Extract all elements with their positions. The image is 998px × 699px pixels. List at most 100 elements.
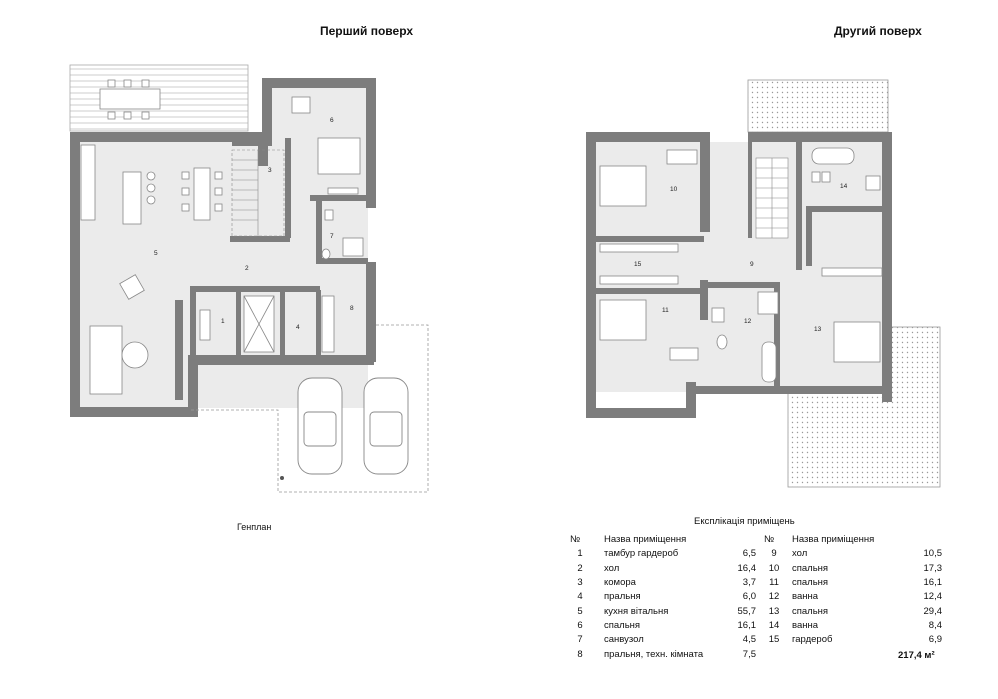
room-number-6: 6 xyxy=(330,117,334,124)
wardrobe-15-furniture xyxy=(599,243,679,285)
room-area: 16,1 xyxy=(737,619,757,631)
room-no: 9 xyxy=(771,548,777,560)
explication-row: 13 спальня 29,4 xyxy=(764,604,942,618)
room-number-8: 8 xyxy=(350,305,354,312)
room-area: 12,4 xyxy=(923,591,943,603)
room-name: пральня, техн. кімната xyxy=(604,648,704,660)
bedroom-11-furniture xyxy=(599,299,699,361)
bedroom-10-furniture xyxy=(599,149,698,207)
room-name: тамбур гардероб xyxy=(604,548,679,560)
first-floor-room-numbers: 1 2 3 4 5 6 7 8 xyxy=(154,117,354,331)
kitchen-furniture xyxy=(80,144,223,225)
room-area: 16,1 xyxy=(923,577,943,589)
room-name: санвузол xyxy=(604,634,644,646)
room-name: спальня xyxy=(604,619,641,631)
room-no: 1 xyxy=(577,548,583,560)
col-name-header: Назва приміщення xyxy=(792,534,875,546)
bath-14-fixtures xyxy=(811,147,881,191)
room-name: пральня xyxy=(604,591,641,603)
room-name: хол xyxy=(792,548,808,560)
room-no: 13 xyxy=(768,605,780,617)
first-floor-walls xyxy=(70,78,376,417)
explication-row: 12 ванна 12,4 xyxy=(764,590,942,604)
bedroom-6-furniture xyxy=(291,96,361,195)
room-area: 29,4 xyxy=(923,605,943,617)
col-name-header: Назва приміщення xyxy=(604,534,687,546)
carport-outline xyxy=(190,324,429,493)
room-area: 10,5 xyxy=(923,548,943,560)
first-floor-stairs xyxy=(231,149,285,237)
room-area: 4,5 xyxy=(742,634,756,646)
room-name: комора xyxy=(604,577,636,589)
room-name: ванна xyxy=(792,591,818,603)
first-floor-plan: 1 2 3 4 5 6 7 8 xyxy=(69,64,429,493)
room-area: 6,9 xyxy=(928,634,942,646)
col-no-header: № xyxy=(764,534,775,546)
bath-12-fixtures xyxy=(711,291,779,383)
table-header-row: № Назва приміщення xyxy=(764,533,942,547)
room-number-2: 2 xyxy=(245,265,249,272)
second-floor-stairs xyxy=(755,157,789,239)
living-furniture xyxy=(89,274,149,395)
room-area: 16,4 xyxy=(737,562,757,574)
balcony-top xyxy=(747,79,889,133)
explication-row: 6 спальня 16,1 xyxy=(570,619,912,633)
bedroom-13-furniture xyxy=(821,267,883,363)
site-plan-label: Генплан xyxy=(237,522,272,532)
room-no: 14 xyxy=(768,619,780,631)
room-no: 8 xyxy=(577,648,583,660)
room-name: спальня xyxy=(792,577,829,589)
room-no: 5 xyxy=(577,605,583,617)
explication-row: 14 ванна 8,4 xyxy=(764,619,942,633)
explication-title: Експлікація приміщень xyxy=(694,516,795,527)
table-header-row: № Назва приміщення xyxy=(570,533,912,547)
room-area: 17,3 xyxy=(923,562,943,574)
room-number-12: 12 xyxy=(744,318,752,325)
room-name: хол xyxy=(604,562,620,574)
room-number-5: 5 xyxy=(154,250,158,257)
room-area: 3,7 xyxy=(742,577,756,589)
room-name: ванна xyxy=(792,619,818,631)
room-no: 3 xyxy=(577,577,583,589)
second-floor-plan: 9 10 11 12 13 14 15 xyxy=(586,79,941,488)
room-name: кухня вітальня xyxy=(604,605,669,617)
explication-row: 9 хол 10,5 xyxy=(764,547,942,561)
room-no: 7 xyxy=(577,634,583,646)
room-number-14: 14 xyxy=(840,183,848,190)
parked-cars xyxy=(297,377,409,475)
room-area: 55,7 xyxy=(737,605,757,617)
room-no: 11 xyxy=(769,577,779,589)
room-name: спальня xyxy=(792,605,829,617)
room-area: 8,4 xyxy=(928,619,942,631)
room-number-11: 11 xyxy=(662,307,669,314)
explication-row: 11 спальня 16,1 xyxy=(764,576,942,590)
col-area-header xyxy=(890,533,942,547)
room-name: спальня xyxy=(792,562,829,574)
room-number-4: 4 xyxy=(296,324,300,331)
explication-row: 4 пральня 6,0 xyxy=(570,590,912,604)
room-no: 12 xyxy=(768,591,780,603)
explication-row: 3 комора 3,7 xyxy=(570,576,912,590)
tree-marker xyxy=(280,476,284,480)
total-area: 217,4 м² xyxy=(898,650,935,661)
room-no: 4 xyxy=(577,591,583,603)
room-area: 6,0 xyxy=(742,591,756,603)
room-area: 7,5 xyxy=(742,648,756,660)
room-number-3: 3 xyxy=(268,167,272,174)
room-number-7: 7 xyxy=(330,233,334,240)
second-floor-room-numbers: 9 10 11 12 13 14 15 xyxy=(634,183,848,333)
second-floor-walls xyxy=(586,132,892,418)
first-floor-title: Перший поверх xyxy=(320,24,414,38)
laundry-shelves xyxy=(199,295,335,353)
room-number-9: 9 xyxy=(750,261,754,268)
room-no: 15 xyxy=(768,634,780,646)
col-area-header xyxy=(722,533,756,547)
col-no-header: № xyxy=(570,534,581,546)
room-no: 6 xyxy=(577,619,583,631)
explication-row: 8 пральня, техн. кімната 7,5 xyxy=(570,647,912,661)
